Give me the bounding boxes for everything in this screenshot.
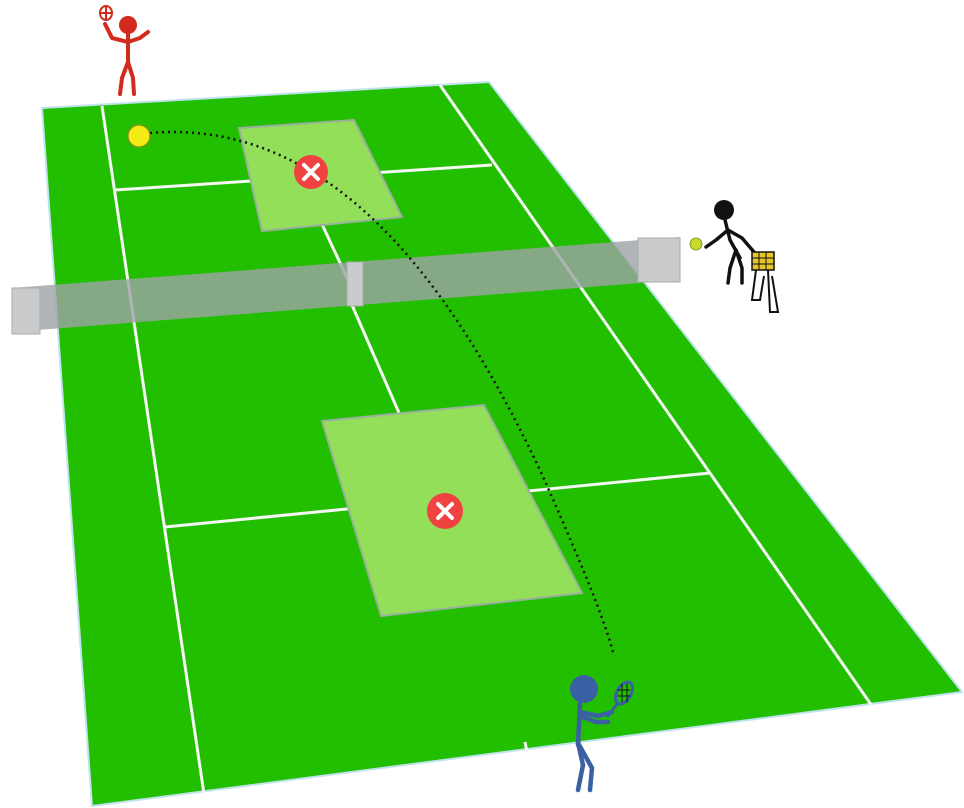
coach-icon bbox=[706, 200, 754, 283]
center-net-strap bbox=[347, 262, 363, 306]
racket-icon bbox=[100, 6, 112, 20]
x-marker-icon bbox=[294, 155, 328, 189]
ball-basket-icon bbox=[752, 252, 778, 312]
far-player-icon bbox=[100, 6, 148, 94]
tennis-ball-icon bbox=[690, 238, 702, 250]
tennis-ball-icon bbox=[128, 125, 150, 147]
left-net-post bbox=[12, 288, 40, 334]
x-marker-icon bbox=[427, 493, 463, 529]
right-net-post bbox=[638, 238, 680, 282]
center-mark bbox=[525, 742, 527, 752]
